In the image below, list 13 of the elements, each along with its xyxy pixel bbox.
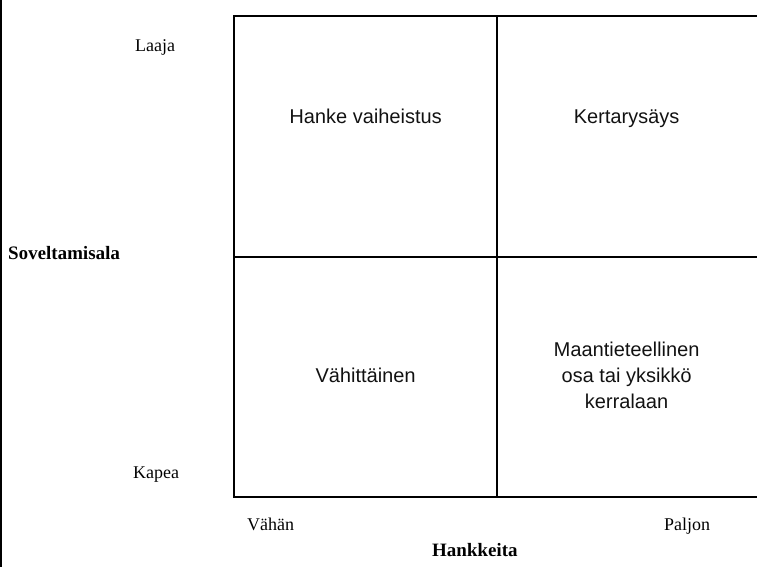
quadrant-text: Maantieteellinen osa tai yksikkö kerralaan	[552, 338, 700, 415]
matrix-quadrant	[233, 15, 498, 258]
matrix-quadrant	[496, 15, 757, 258]
matrix-quadrant	[233, 256, 498, 498]
axis-title: Hankkeita	[432, 540, 518, 562]
axis-tick-label: Paljon	[664, 514, 710, 535]
quadrant-text: Vähittäinen	[315, 364, 416, 389]
axis-tick-label: Kapea	[133, 462, 179, 483]
axis-tick-label: Laaja	[135, 35, 175, 56]
quadrant-text: Hanke vaiheistus	[289, 104, 442, 130]
axis-title: Soveltamisala	[8, 243, 120, 265]
axis-tick-label: Vähän	[247, 514, 294, 535]
quadrant-text: Kertarysäys	[574, 104, 680, 130]
